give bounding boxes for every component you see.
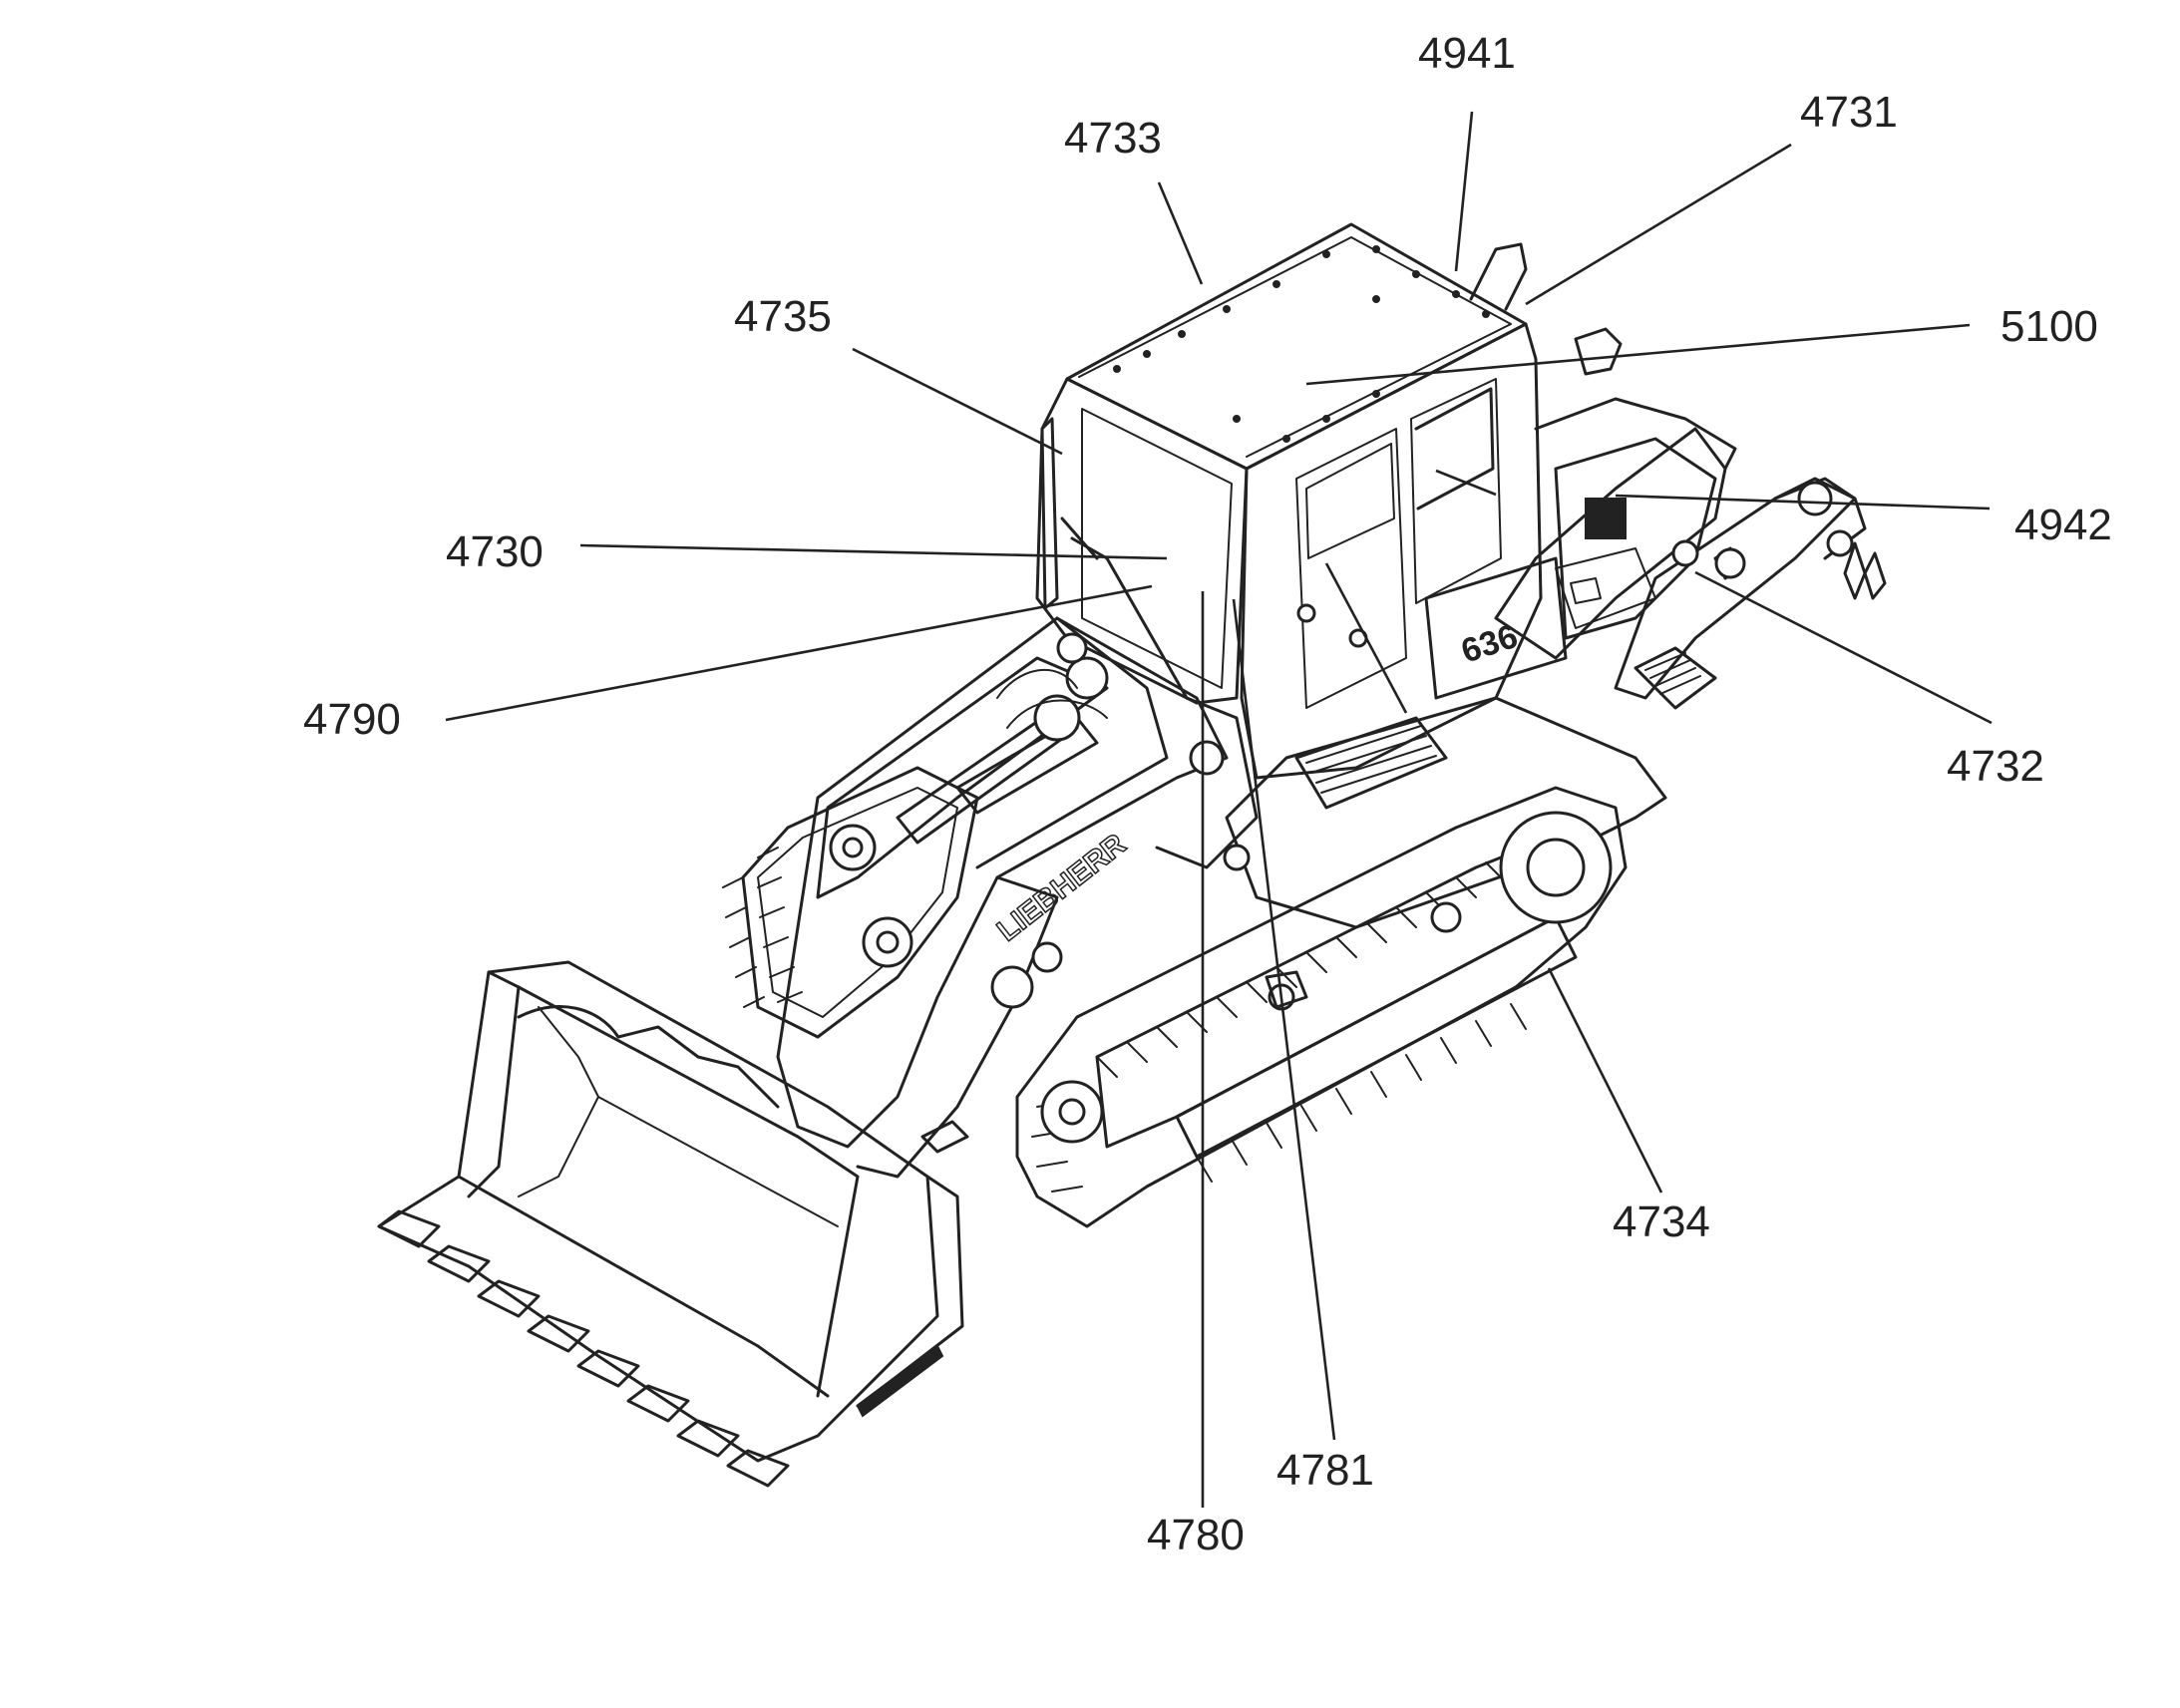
leader-4731: [1525, 143, 1792, 306]
callout-4733: 4733: [1064, 114, 1162, 163]
leader-4734: [1547, 967, 1663, 1194]
callout-4734: 4734: [1613, 1197, 1710, 1246]
callout-4780: 4780: [1147, 1511, 1245, 1559]
rear-ripper-arm: [1614, 477, 1887, 710]
leader-5100: [1305, 323, 1971, 386]
leader-4941: [1454, 111, 1474, 272]
callout-labels: 4941 4731 4733 4735 5100 4942 4730 4790 …: [303, 29, 2112, 1559]
callout-5100: 5100: [2000, 302, 2098, 351]
leader-4781: [1232, 598, 1336, 1441]
callout-4732: 4732: [1947, 742, 2044, 791]
callout-4735: 4735: [734, 292, 832, 341]
leader-cab-door: [1324, 562, 1408, 714]
crawler-loader-illustration: 636 LIEBHERR: [377, 222, 1887, 1488]
rear-track: [741, 766, 979, 1039]
callout-4781: 4781: [1276, 1446, 1374, 1495]
left-track-teeth: [722, 876, 765, 1008]
leader-4942: [1615, 494, 1991, 511]
front-track: [1015, 786, 1628, 1228]
leader-4735: [852, 347, 1063, 456]
callout-4730: 4730: [446, 527, 544, 576]
leader-4730: [579, 543, 1168, 560]
callout-4731: 4731: [1800, 88, 1898, 137]
callout-4941: 4941: [1418, 29, 1516, 78]
leader-4732: [1694, 570, 1993, 725]
loader-arms: [776, 616, 1259, 1179]
operator-cab: [1035, 222, 1623, 810]
callout-4942: 4942: [2014, 501, 2112, 549]
leader-cab-window: [1435, 469, 1497, 497]
leader-lines: [445, 111, 1993, 1508]
leader-4733: [1157, 181, 1204, 285]
leader-4790: [445, 584, 1153, 722]
loader-bucket: [377, 960, 969, 1488]
chassis: [1225, 397, 1737, 929]
callout-4790: 4790: [303, 695, 401, 744]
